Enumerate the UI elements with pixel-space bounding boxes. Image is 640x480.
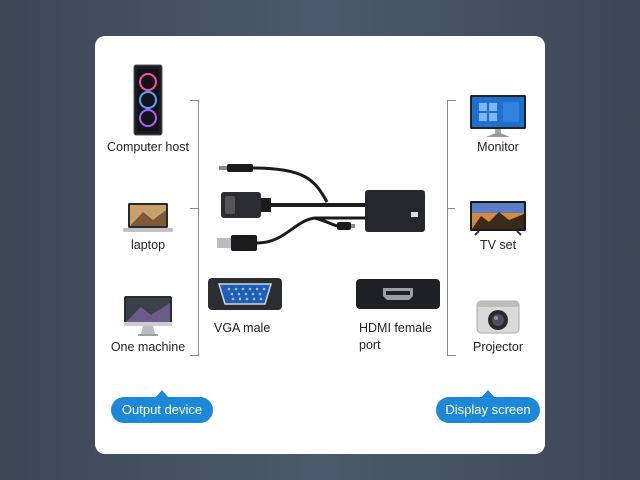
label-monitor: Monitor [477, 140, 519, 154]
label-projector: Projector [472, 340, 524, 354]
pointer-triangle-icon [155, 390, 169, 398]
pointer-triangle-icon [481, 390, 495, 398]
laptop-icon [123, 203, 173, 232]
display-screen-button[interactable]: Display screen [436, 390, 540, 423]
label-one-machine: One machine [110, 340, 186, 354]
imac-icon [124, 296, 172, 336]
product-card: Computer host laptop One machine [95, 36, 545, 454]
display-screen-label: Display screen [445, 402, 531, 417]
pc-tower-icon [133, 64, 163, 136]
right-bracket-tick-mid [447, 208, 455, 209]
projector-icon [476, 300, 520, 334]
label-tv-set: TV set [479, 238, 517, 252]
label-hdmi-female-line1: HDMI female [359, 321, 432, 335]
label-hdmi-female-line2: port [359, 338, 381, 352]
right-bracket [447, 100, 456, 356]
label-vga-male: VGA male [214, 321, 271, 335]
tv-icon [470, 201, 526, 236]
label-computer-host: Computer host [107, 140, 189, 154]
output-device-button[interactable]: Output device [111, 390, 213, 423]
label-laptop: laptop [130, 238, 166, 252]
adapter-cable-icon [217, 164, 425, 251]
output-device-label: Output device [121, 402, 203, 417]
monitor-icon [470, 95, 526, 137]
vga-port-icon [208, 278, 282, 310]
left-bracket [190, 100, 199, 356]
left-bracket-tick-mid [190, 208, 198, 209]
hdmi-port-icon [356, 279, 440, 309]
